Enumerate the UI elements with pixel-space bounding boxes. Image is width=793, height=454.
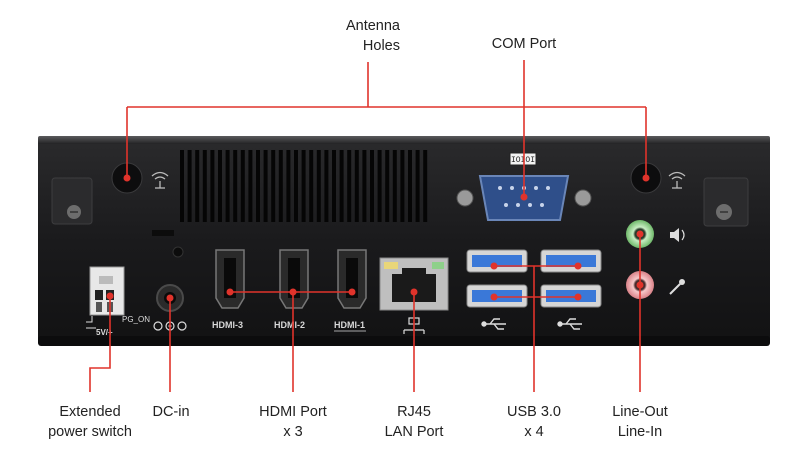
callout-text: HDMI Port x 3 (259, 404, 327, 440)
vent-slot (286, 150, 291, 222)
svg-text:IOIOI: IOIOI (511, 156, 535, 165)
leader-lines (89, 60, 647, 392)
vent-slot (377, 150, 382, 222)
microphone-icon (669, 279, 685, 295)
vent-slot (347, 150, 352, 222)
usb-icon (557, 318, 582, 330)
vent-slot (240, 150, 245, 222)
vent-slot (248, 150, 253, 222)
vent-slot (370, 150, 374, 222)
vent-slot (408, 150, 412, 222)
rj45-callout: RJ45 LAN Port (374, 402, 454, 442)
vent-slot (263, 150, 268, 222)
vent-slot (210, 150, 215, 222)
vent-slot (309, 150, 314, 222)
vent-slot (301, 150, 306, 222)
hdmi-3-label: HDMI-3 (212, 320, 243, 330)
usb-port-bottom-right (540, 284, 602, 308)
headphone-icon (670, 228, 685, 242)
vent-slot (233, 150, 238, 222)
vent-slot (187, 150, 192, 222)
hdmi-1-label: HDMI-1 (334, 320, 365, 330)
power-switch-terminal (89, 266, 125, 316)
usb-callout: USB 3.0 x 4 (494, 402, 574, 442)
switch-5v-label: 5V/+ (96, 328, 113, 337)
dc-in-callout: DC-in (136, 402, 206, 422)
wifi-icon (668, 171, 686, 189)
switch-pg-on-label: PG_ON (122, 315, 150, 324)
vent-slot (195, 150, 200, 222)
vent-slot (278, 150, 283, 222)
vent-slot (202, 150, 207, 222)
vent-slot (354, 150, 359, 222)
callout-text: Antenna Holes (345, 18, 400, 54)
usb-port-top-left (466, 249, 528, 273)
com-port-callout: COM Port (474, 34, 574, 54)
vent-grille (180, 150, 428, 222)
vent-slot (362, 150, 367, 222)
usb-icon (481, 318, 506, 330)
power-switch-callout: Extended power switch (30, 402, 150, 442)
vent-slot (294, 150, 298, 222)
vent-slot (218, 150, 222, 222)
vent-slot (400, 150, 405, 222)
vent-slot (256, 150, 260, 222)
vent-slot (324, 150, 329, 222)
vent-slot (180, 150, 184, 222)
usb-port-top-right (540, 249, 602, 273)
antenna-holes-callout: Antenna Holes (320, 16, 400, 56)
vent-slot (225, 150, 230, 222)
audio-callout: Line-Out Line-In (598, 402, 682, 442)
vent-slot (423, 150, 428, 222)
vent-slot (392, 150, 397, 222)
vent-slot (385, 150, 390, 222)
vent-slot (339, 150, 344, 222)
vent-slot (316, 150, 321, 222)
callout-text: DC-in (152, 404, 190, 420)
callout-text: USB 3.0 x 4 (507, 404, 561, 440)
callout-text: RJ45 LAN Port (384, 404, 444, 440)
vent-slot (415, 150, 420, 222)
hdmi-port-callout: HDMI Port x 3 (243, 402, 343, 442)
vent-slot (332, 150, 336, 222)
hdmi-port-1 (337, 249, 367, 309)
callout-text: Line-Out Line-In (612, 404, 668, 440)
vent-slot (271, 150, 276, 222)
callout-text: COM Port (491, 36, 557, 52)
leader-line-endpoints (106, 174, 650, 302)
hdmi-port-3 (215, 249, 245, 309)
hdmi-2-label: HDMI-2 (274, 320, 305, 330)
wifi-icon (151, 171, 169, 189)
callout-text: Extended power switch (48, 404, 132, 440)
hdmi-port-2 (279, 249, 309, 309)
